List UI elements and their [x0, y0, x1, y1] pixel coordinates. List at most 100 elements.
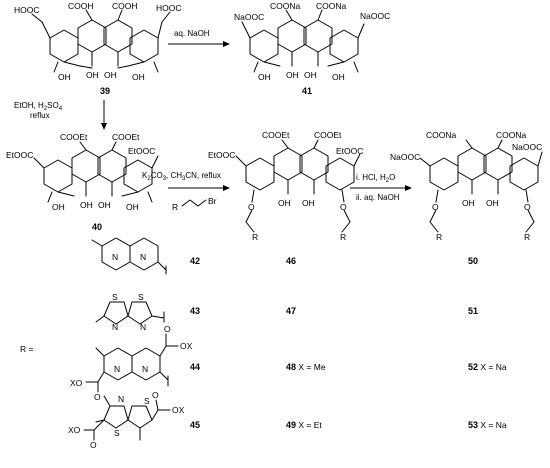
- c50-sub-3: COONa: [496, 130, 527, 140]
- c39-oh-2: OH: [86, 70, 99, 80]
- c39-sub-2: COOH: [68, 1, 94, 11]
- row-45-ox-label: OX: [172, 405, 185, 415]
- c50-r-1: R: [436, 232, 442, 242]
- c39-oh-3: OH: [104, 70, 117, 80]
- c39-sub-3: COOH: [112, 1, 138, 11]
- arrow-2-condition-1: EtOH, H2SO4: [14, 101, 63, 112]
- reagent-br: Br: [208, 196, 217, 206]
- arrow-3-condition: K2CO3, CH3CN, reflux: [142, 171, 221, 182]
- row-45-compound-49: 49 X = Et: [286, 420, 322, 430]
- o-atom-1: O: [164, 324, 171, 334]
- row-44-compound-52: 52 X = Na: [468, 362, 507, 372]
- s-atom-1: S: [112, 292, 118, 302]
- row-42-compound-46: 46: [286, 256, 296, 266]
- arrow-40-to-46: K2CO3, CH3CN, reflux R Br: [142, 171, 230, 212]
- c39-oh-1: OH: [58, 72, 71, 82]
- arrow-39-to-41: aq. NaOH: [168, 29, 230, 47]
- n-atom-7: N: [118, 394, 124, 404]
- c40-oh-4: OH: [126, 202, 139, 212]
- row-43-r-number: 43: [190, 306, 200, 316]
- s-atom-3: S: [114, 428, 120, 438]
- arrow-4-step-1: i. HCl, H2O: [356, 173, 395, 184]
- row-44-ox-label: OX: [180, 341, 193, 351]
- row-44-xo-label: XO: [70, 378, 83, 388]
- c50-sub-2: COONa: [426, 130, 457, 140]
- row-45-compound-53: 53 X = Na: [468, 420, 507, 430]
- c40-label: 40: [92, 222, 102, 232]
- o-atom-2: O: [94, 392, 101, 402]
- arrow-2-condition-2: reflux: [30, 111, 50, 120]
- c40-sub-1: EtOOC: [6, 150, 33, 160]
- n-atom-5: N: [114, 364, 120, 374]
- c41-sub-3: COONa: [316, 1, 347, 11]
- c50-sub-1: NaOOC: [390, 152, 420, 162]
- row-44-compound-48: 48 X = Me: [286, 362, 326, 372]
- c46-oh-2: OH: [302, 198, 315, 208]
- row-43-compound-51: 51: [468, 306, 478, 316]
- c39-sub-4: HOOC: [156, 3, 182, 13]
- c46-oh-1: OH: [278, 198, 291, 208]
- c41-oh-3: OH: [304, 70, 317, 80]
- c41-sub-1: NaOOC: [234, 12, 264, 22]
- r-equals-label: R =: [20, 344, 34, 354]
- n-atom-1: N: [112, 252, 118, 262]
- c50-o-1: O: [432, 202, 439, 212]
- n-atom-2: N: [140, 252, 146, 262]
- r-group-42: N N: [91, 237, 167, 275]
- c46-r-1: R: [252, 232, 258, 242]
- c50-r-2: R: [524, 232, 530, 242]
- n-atom-3: N: [112, 322, 118, 332]
- row-45-r-number: 45: [190, 420, 200, 430]
- c41-oh-2: OH: [286, 70, 299, 80]
- row-44-r-number: 44: [190, 362, 200, 372]
- c40-sub-2: COOEt: [60, 132, 88, 142]
- c41-label: 41: [302, 86, 312, 96]
- compound-50-scaffold: NaOOC COONa COONa NaOOC O O OH OH R R: [390, 130, 543, 242]
- c41-sub-4: NaOOC: [360, 11, 390, 21]
- s-atom-2: S: [138, 292, 144, 302]
- c46-sub-4: EtOOC: [336, 146, 363, 156]
- c40-oh-2: OH: [80, 200, 93, 210]
- c40-oh-1: OH: [52, 202, 65, 212]
- row-45-xo-label: XO: [68, 425, 81, 435]
- c39-sub-1: HOOC: [14, 5, 40, 15]
- c46-sub-2: COOEt: [262, 130, 290, 140]
- o-atom-4: O: [90, 440, 97, 450]
- o-atom-3: O: [152, 390, 159, 400]
- c41-oh-1: OH: [258, 72, 271, 82]
- n-atom-6: N: [142, 364, 148, 374]
- compound-46-scaffold: EtOOC COOEt COOEt EtOOC O O OH OH R R: [208, 130, 363, 242]
- c50-sub-4: NaOOC: [512, 142, 542, 152]
- r-group-44: O OX XO O N N: [70, 324, 193, 402]
- compound-40: EtOOC COOEt COOEt EtOOC OH OH OH OH 40: [6, 132, 159, 232]
- arrow-1-condition: aq. NaOH: [174, 29, 210, 38]
- c50-o-2: O: [524, 202, 531, 212]
- c46-o-1: O: [248, 202, 255, 212]
- arrow-46-to-50: i. HCl, H2O ii. aq. NaOH: [350, 173, 412, 202]
- c40-sub-4: EtOOC: [128, 146, 155, 156]
- c41-sub-2: COONa: [270, 1, 301, 11]
- compound-41: NaOOC COONa COONa NaOOC OH OH OH OH 41: [234, 1, 390, 96]
- row-43-compound-47: 47: [286, 306, 296, 316]
- c39-oh-4: OH: [132, 72, 145, 82]
- s-atom-4: S: [144, 396, 150, 406]
- c40-oh-3: OH: [98, 200, 111, 210]
- c50-oh-1: OH: [462, 198, 475, 208]
- c46-sub-3: COOEt: [314, 130, 342, 140]
- arrow-39-to-40: EtOH, H2SO4 reflux: [14, 100, 107, 130]
- c46-r-2: R: [340, 232, 346, 242]
- c39-label: 39: [100, 86, 110, 96]
- c50-oh-2: OH: [486, 198, 499, 208]
- arrow-4-step-2: ii. aq. NaOH: [356, 193, 400, 202]
- r-group-43: S N S N: [95, 292, 165, 332]
- c41-oh-4: OH: [332, 72, 345, 82]
- reagent-r: R: [172, 202, 178, 212]
- compound-39: HOOC COOH COOH HOOC OH OH OH OH 39: [14, 1, 182, 96]
- c46-sub-1: EtOOC: [208, 150, 235, 160]
- r-group-45: N S S O OX XO O: [68, 390, 185, 450]
- alkyl-bromide-reagent: R Br: [172, 196, 217, 212]
- n-atom-4: N: [140, 322, 146, 332]
- c46-o-2: O: [340, 202, 347, 212]
- c40-sub-3: COOEt: [112, 132, 140, 142]
